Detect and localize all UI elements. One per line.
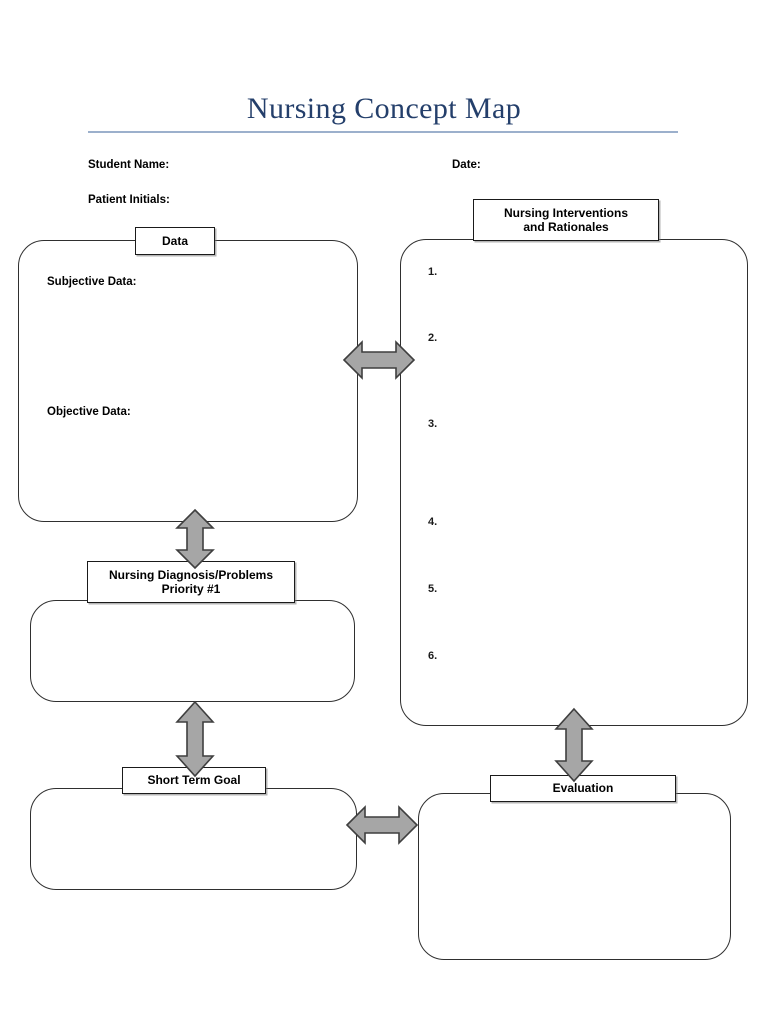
objective-data-label: Objective Data:: [47, 406, 131, 418]
date-label: Date:: [452, 159, 481, 171]
intervention-item-4-number: 4.: [428, 516, 438, 528]
data-caption: Data: [135, 227, 215, 255]
evaluation-box[interactable]: [418, 793, 731, 960]
intervention-item-1-number: 1.: [428, 266, 438, 278]
intervention-item-5-number: 5.: [428, 583, 438, 595]
intervention-item-2-number: 2.: [428, 332, 438, 344]
interventions-caption-line2: and Rationales: [523, 220, 609, 234]
connector-interventions-to-evaluation: [552, 707, 596, 783]
interventions-caption-line1: Nursing Interventions: [503, 205, 628, 220]
page-title: Nursing Concept Map: [246, 92, 522, 125]
short-term-goal-box[interactable]: [30, 788, 357, 890]
connector-diagnosis-to-short-term-goal: [173, 700, 217, 778]
diagnosis-box[interactable]: [30, 600, 355, 702]
diagnosis-caption-line2: Priority #1: [161, 582, 221, 596]
title-divider: [88, 131, 678, 133]
student-name-label: Student Name:: [88, 159, 170, 171]
interventions-box[interactable]: [400, 239, 748, 726]
intervention-item-6-number: 6.: [428, 650, 438, 662]
connector-short-term-goal-to-evaluation: [345, 803, 419, 847]
diagnosis-caption-line1: Nursing Diagnosis/Problems: [108, 567, 274, 582]
interventions-caption: Nursing Interventions and Rationales: [473, 199, 659, 241]
intervention-item-3-number: 3.: [428, 418, 438, 430]
diagnosis-caption: Nursing Diagnosis/Problems Priority #1: [87, 561, 295, 603]
patient-initials-label: Patient Initials:: [88, 194, 170, 206]
subjective-data-label: Subjective Data:: [47, 276, 137, 288]
connector-data-to-interventions: [342, 338, 416, 382]
evaluation-caption: Evaluation: [490, 775, 676, 802]
connector-data-to-diagnosis: [173, 508, 217, 570]
data-box[interactable]: [18, 240, 358, 522]
